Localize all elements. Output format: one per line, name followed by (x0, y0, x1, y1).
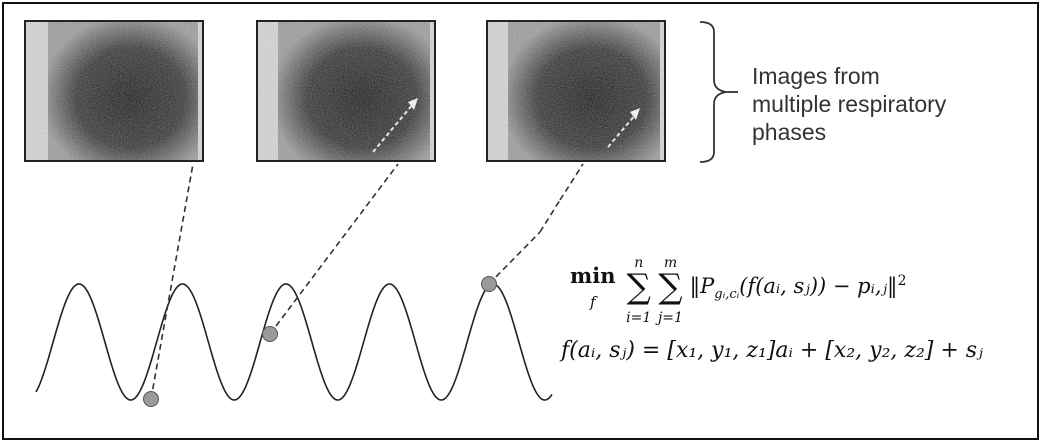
connector-3c (560, 164, 583, 200)
image-group-bracket (700, 22, 726, 162)
connector-3b (540, 200, 560, 232)
sum2-symbol: ∑ (658, 267, 682, 307)
motion-model-equation: f(aᵢ, sⱼ) = [x₁, y₁, z₁]aᵢ + [x₂, y₂, z₂… (561, 338, 983, 363)
projection-subscript: gᵢ,cᵢ (714, 287, 739, 302)
objective-inner: (f(aᵢ, sⱼ)) − pᵢ,ⱼ‖ (739, 274, 897, 298)
connector-3 (489, 232, 540, 284)
min-subscript: f (590, 293, 596, 311)
sum1-lower: i=1 (626, 310, 651, 326)
images-caption: Images from multiple respiratory phases (752, 62, 1012, 146)
sum2-lower: j=1 (658, 310, 683, 326)
objective-power: 2 (898, 273, 907, 289)
connector-2 (270, 164, 398, 334)
connector-1 (151, 164, 193, 399)
projection-operator: ‖P (690, 274, 715, 298)
sample-marker-2 (263, 327, 278, 342)
sample-marker-3 (482, 277, 497, 292)
sample-marker-1 (144, 392, 159, 407)
objective-equation: min f n ∑ i=1 m ∑ j=1 ‖Pgᵢ,cᵢ(f(aᵢ, sⱼ))… (570, 248, 906, 327)
sum1-symbol: ∑ (627, 267, 651, 307)
min-operator: min (570, 263, 615, 288)
